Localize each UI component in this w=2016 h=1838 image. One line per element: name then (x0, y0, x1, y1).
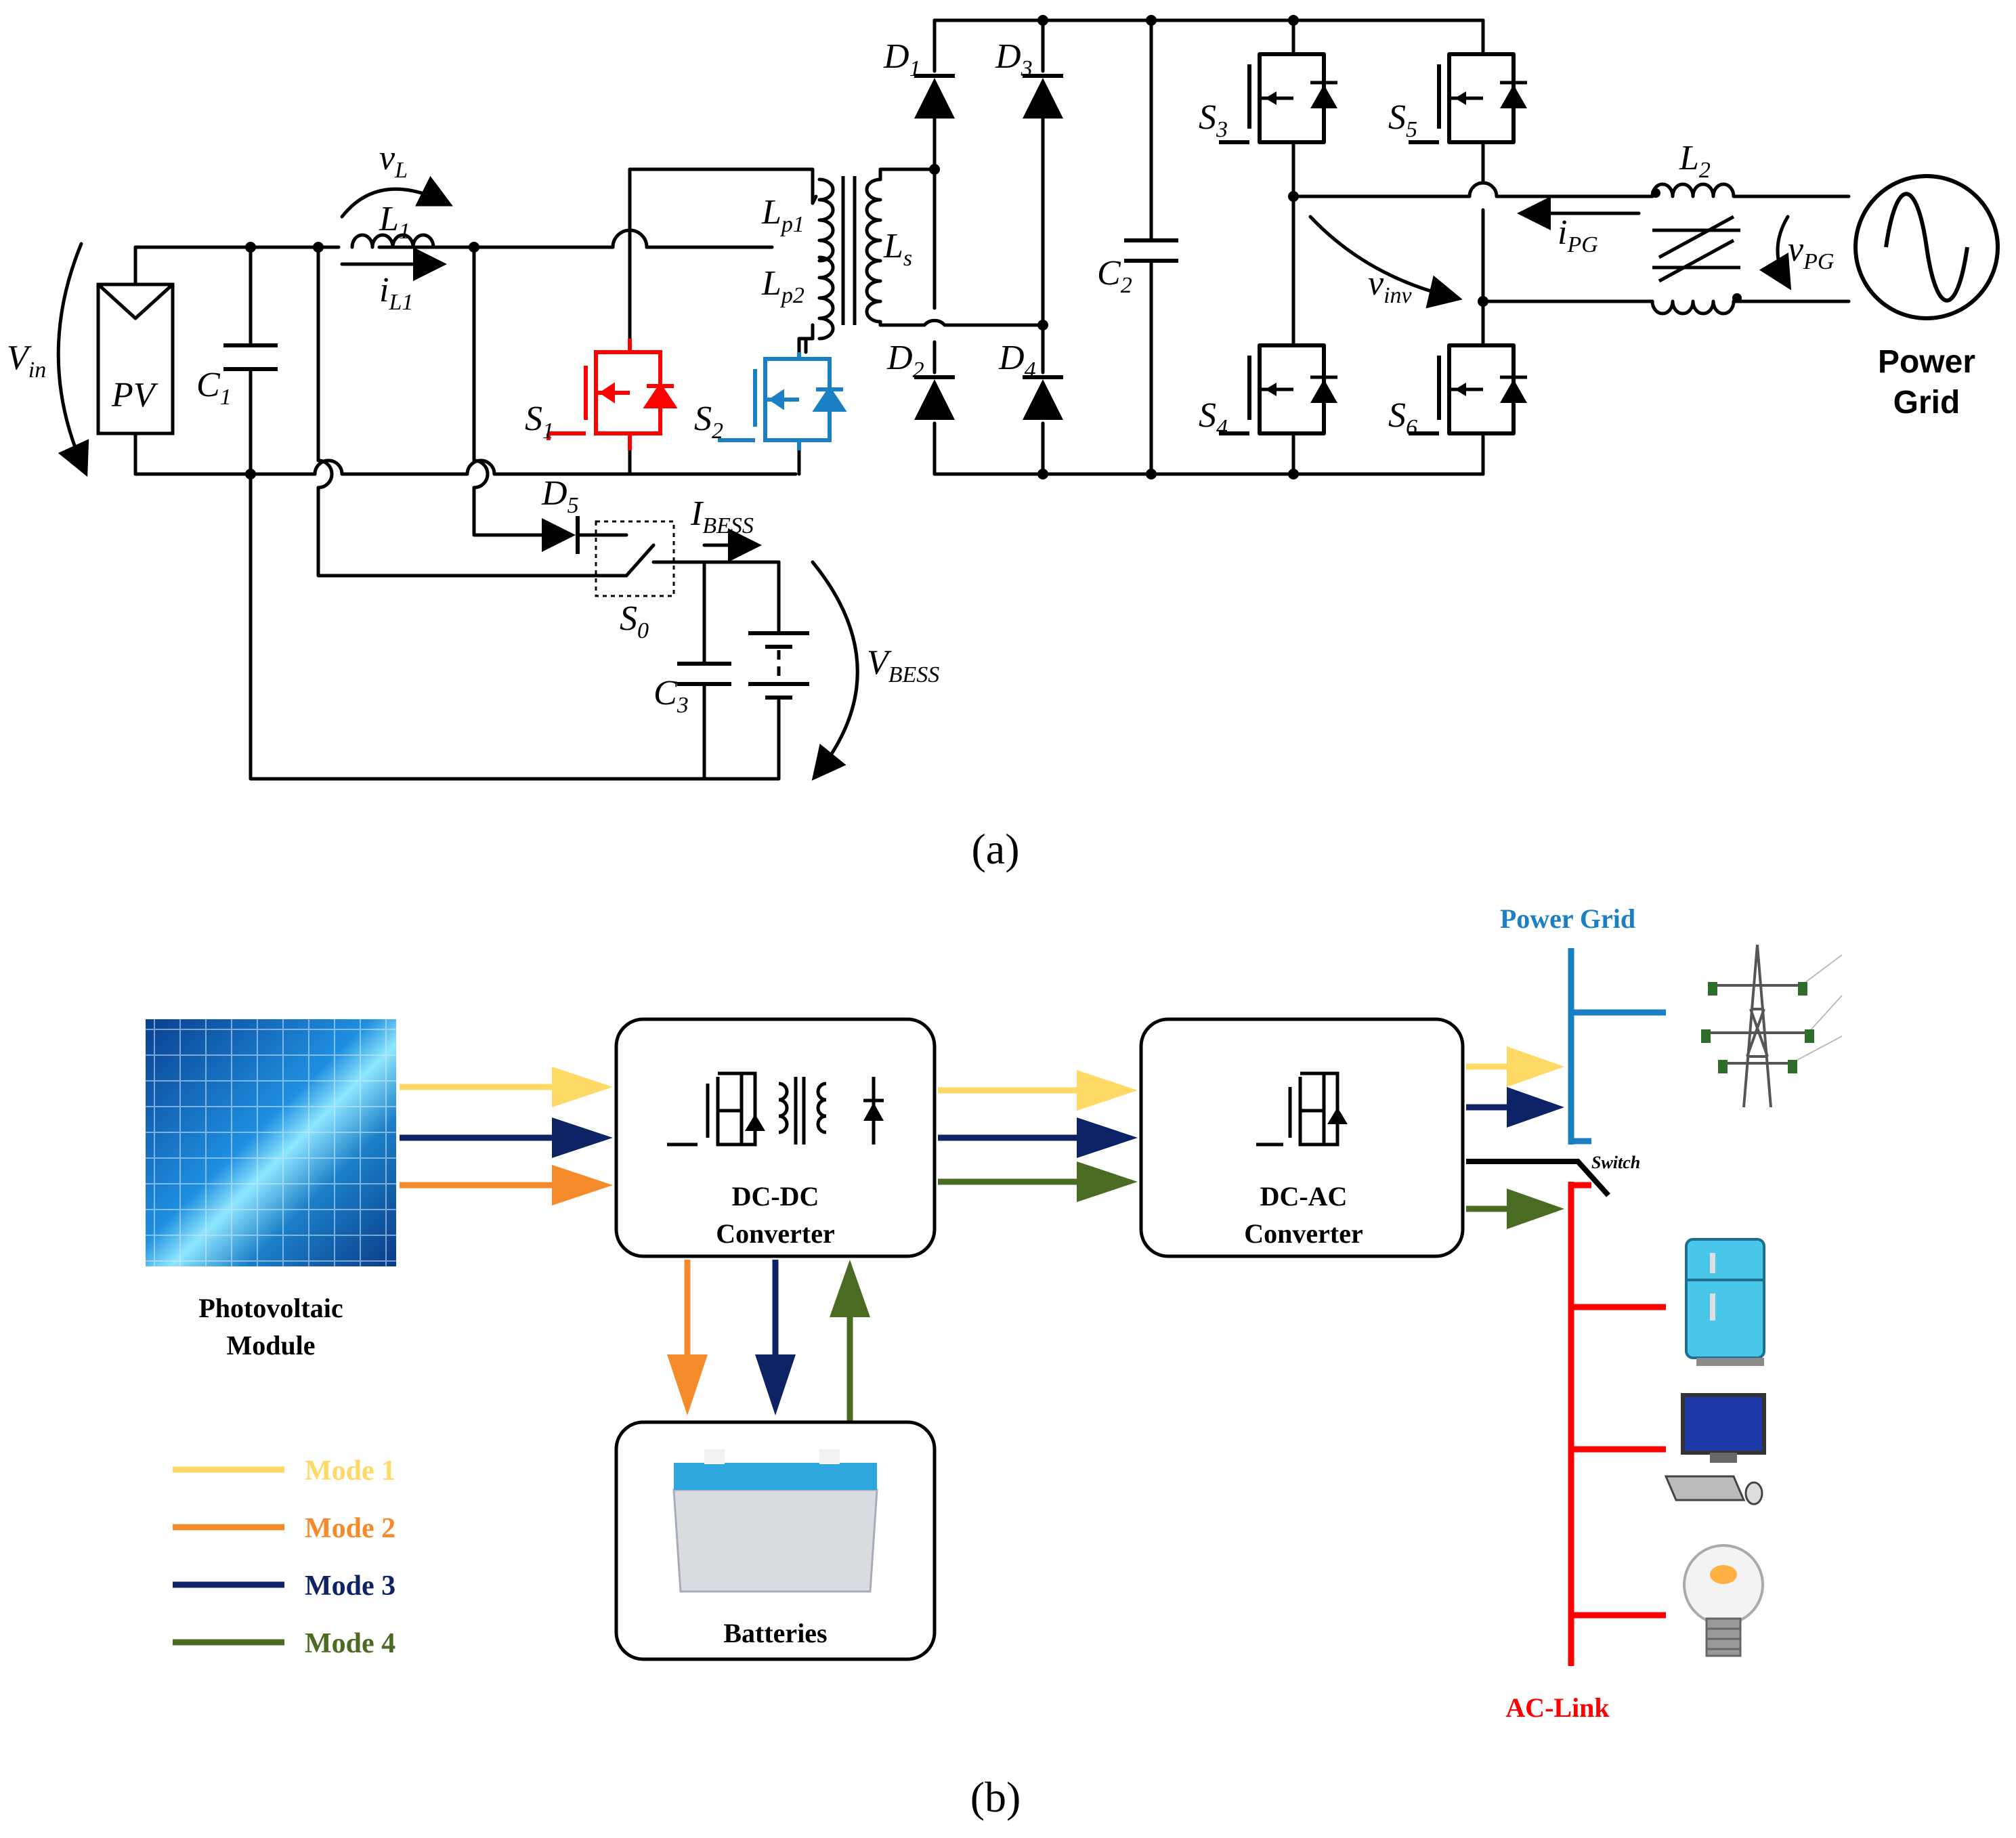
legend-label: Mode 4 (305, 1628, 395, 1659)
batteries-block: Batteries (614, 1420, 937, 1661)
legend-item-mode-1: Mode 1 (173, 1455, 395, 1487)
d2-label: D2 (886, 339, 924, 383)
d3-label: D3 (995, 37, 1033, 81)
input-wires (133, 228, 798, 781)
dcac-converter-block: DC-AC Converter (1139, 1017, 1465, 1258)
power-grid-bus (1568, 948, 1666, 1145)
vinv-label: vinv (1368, 264, 1413, 308)
l2-label: L2 (1679, 139, 1711, 183)
arrows-dcdc-batteries (667, 1260, 870, 1422)
capacitor-c1 (223, 343, 278, 371)
d5-label: D5 (541, 474, 579, 518)
vin-arrow (56, 242, 89, 477)
inductor-l2 (1650, 182, 1851, 316)
pv-source-symbol: PV (96, 282, 175, 435)
dcdc-label-line2: Converter (716, 1218, 834, 1249)
vl-label: vL (379, 139, 408, 183)
panel-a-circuit: PV Vin C1 vL L1 iL1 (7, 15, 2000, 873)
s6-label: S6 (1388, 396, 1417, 440)
s5-label: S5 (1388, 98, 1417, 142)
capacitor-c2 (1124, 18, 1178, 476)
diode-d5 (542, 516, 628, 554)
c2-label: C2 (1097, 254, 1132, 298)
legend-item-mode-3: Mode 3 (173, 1570, 395, 1602)
arrows-dcac-to-loads (1466, 1046, 1610, 1229)
arrows-dcdc-to-dcac (938, 1070, 1138, 1202)
mosfet-s4 (1219, 343, 1337, 435)
vinv-arrow (1308, 215, 1463, 309)
battery-icon (672, 1449, 878, 1593)
legend-item-mode-4: Mode 4 (173, 1628, 395, 1659)
grid-label-line1: Power (1878, 344, 1975, 380)
vpg-label: vPG (1788, 230, 1834, 274)
caption-b: (b) (970, 1773, 1021, 1821)
grid-label-line2: Grid (1893, 385, 1960, 421)
pv-label-line1: Photovoltaic (198, 1293, 343, 1323)
dcdc-converter-block: DC-DC Converter (614, 1017, 937, 1258)
mosfet-s5 (1409, 52, 1527, 144)
legend: Mode 1 Mode 2 Mode 3 Mode 4 (173, 1455, 395, 1659)
capacitor-c3 (677, 662, 731, 686)
pv-label: PV (111, 376, 158, 414)
light-bulb-icon (1683, 1544, 1764, 1657)
s4-label: S4 (1199, 396, 1228, 440)
mosfet-s6 (1409, 343, 1527, 435)
refrigerator-icon (1685, 1238, 1765, 1366)
vin-label: Vin (7, 339, 46, 383)
dcac-label-line2: Converter (1244, 1218, 1363, 1249)
inductor-l1 (350, 233, 435, 249)
switch-label: Switch (1591, 1153, 1640, 1172)
lp1-top-wire (628, 167, 815, 205)
c3-label: C3 (653, 674, 689, 718)
grid-source-symbol (1853, 174, 2000, 320)
vbess-label: VBESS (867, 643, 939, 687)
transmission-tower-icon (1701, 944, 1843, 1108)
vl-arrow (340, 175, 453, 219)
power-grid-label: Power Grid (1500, 903, 1635, 934)
lp2-label: Lp2 (761, 264, 805, 308)
batteries-label: Batteries (723, 1618, 827, 1648)
panel-b-block-diagram: Photovoltaic Module DC- (146, 903, 1843, 1821)
s1-label: S1 (525, 400, 554, 444)
ibess-label: IBESS (690, 494, 754, 538)
diode-bridge (914, 15, 1295, 479)
d4-label: D4 (998, 339, 1036, 383)
battery-bess (748, 631, 809, 700)
dcac-label-line1: DC-AC (1260, 1181, 1348, 1212)
ipg-label: iPG (1558, 213, 1598, 257)
transformer (811, 167, 937, 341)
switch-s0 (594, 520, 781, 597)
computer-icon (1664, 1393, 1766, 1505)
vpg-arrow (1759, 215, 1792, 291)
c1-label: C1 (196, 366, 232, 410)
full-bridge-inverter (1149, 15, 1654, 479)
arrows-pv-to-dcdc (400, 1067, 613, 1205)
s2-label: S2 (694, 400, 723, 444)
legend-label: Mode 1 (305, 1455, 395, 1487)
lp1-label: Lp1 (761, 193, 805, 237)
vbess-arrow (811, 560, 859, 781)
caption-a: (a) (971, 825, 1019, 873)
legend-label: Mode 3 (305, 1570, 395, 1602)
s0-label: S0 (620, 599, 649, 643)
d1-label: D1 (883, 37, 921, 81)
pv-module-illustration (146, 1019, 396, 1266)
mosfet-s1 (546, 339, 678, 450)
l1-label: L1 (379, 200, 410, 244)
ac-link-label: AC-Link (1505, 1692, 1610, 1723)
ls-label: Ls (883, 227, 912, 271)
mosfet-s2 (718, 352, 847, 450)
legend-label: Mode 2 (305, 1513, 395, 1544)
ac-link-bus (1568, 1182, 1666, 1666)
s3-label: S3 (1199, 98, 1228, 142)
dcdc-label-line1: DC-DC (732, 1181, 819, 1212)
mosfet-s3 (1219, 52, 1337, 144)
pv-label-line2: Module (226, 1330, 315, 1361)
il1-label: iL1 (379, 271, 413, 315)
legend-item-mode-2: Mode 2 (173, 1513, 395, 1544)
